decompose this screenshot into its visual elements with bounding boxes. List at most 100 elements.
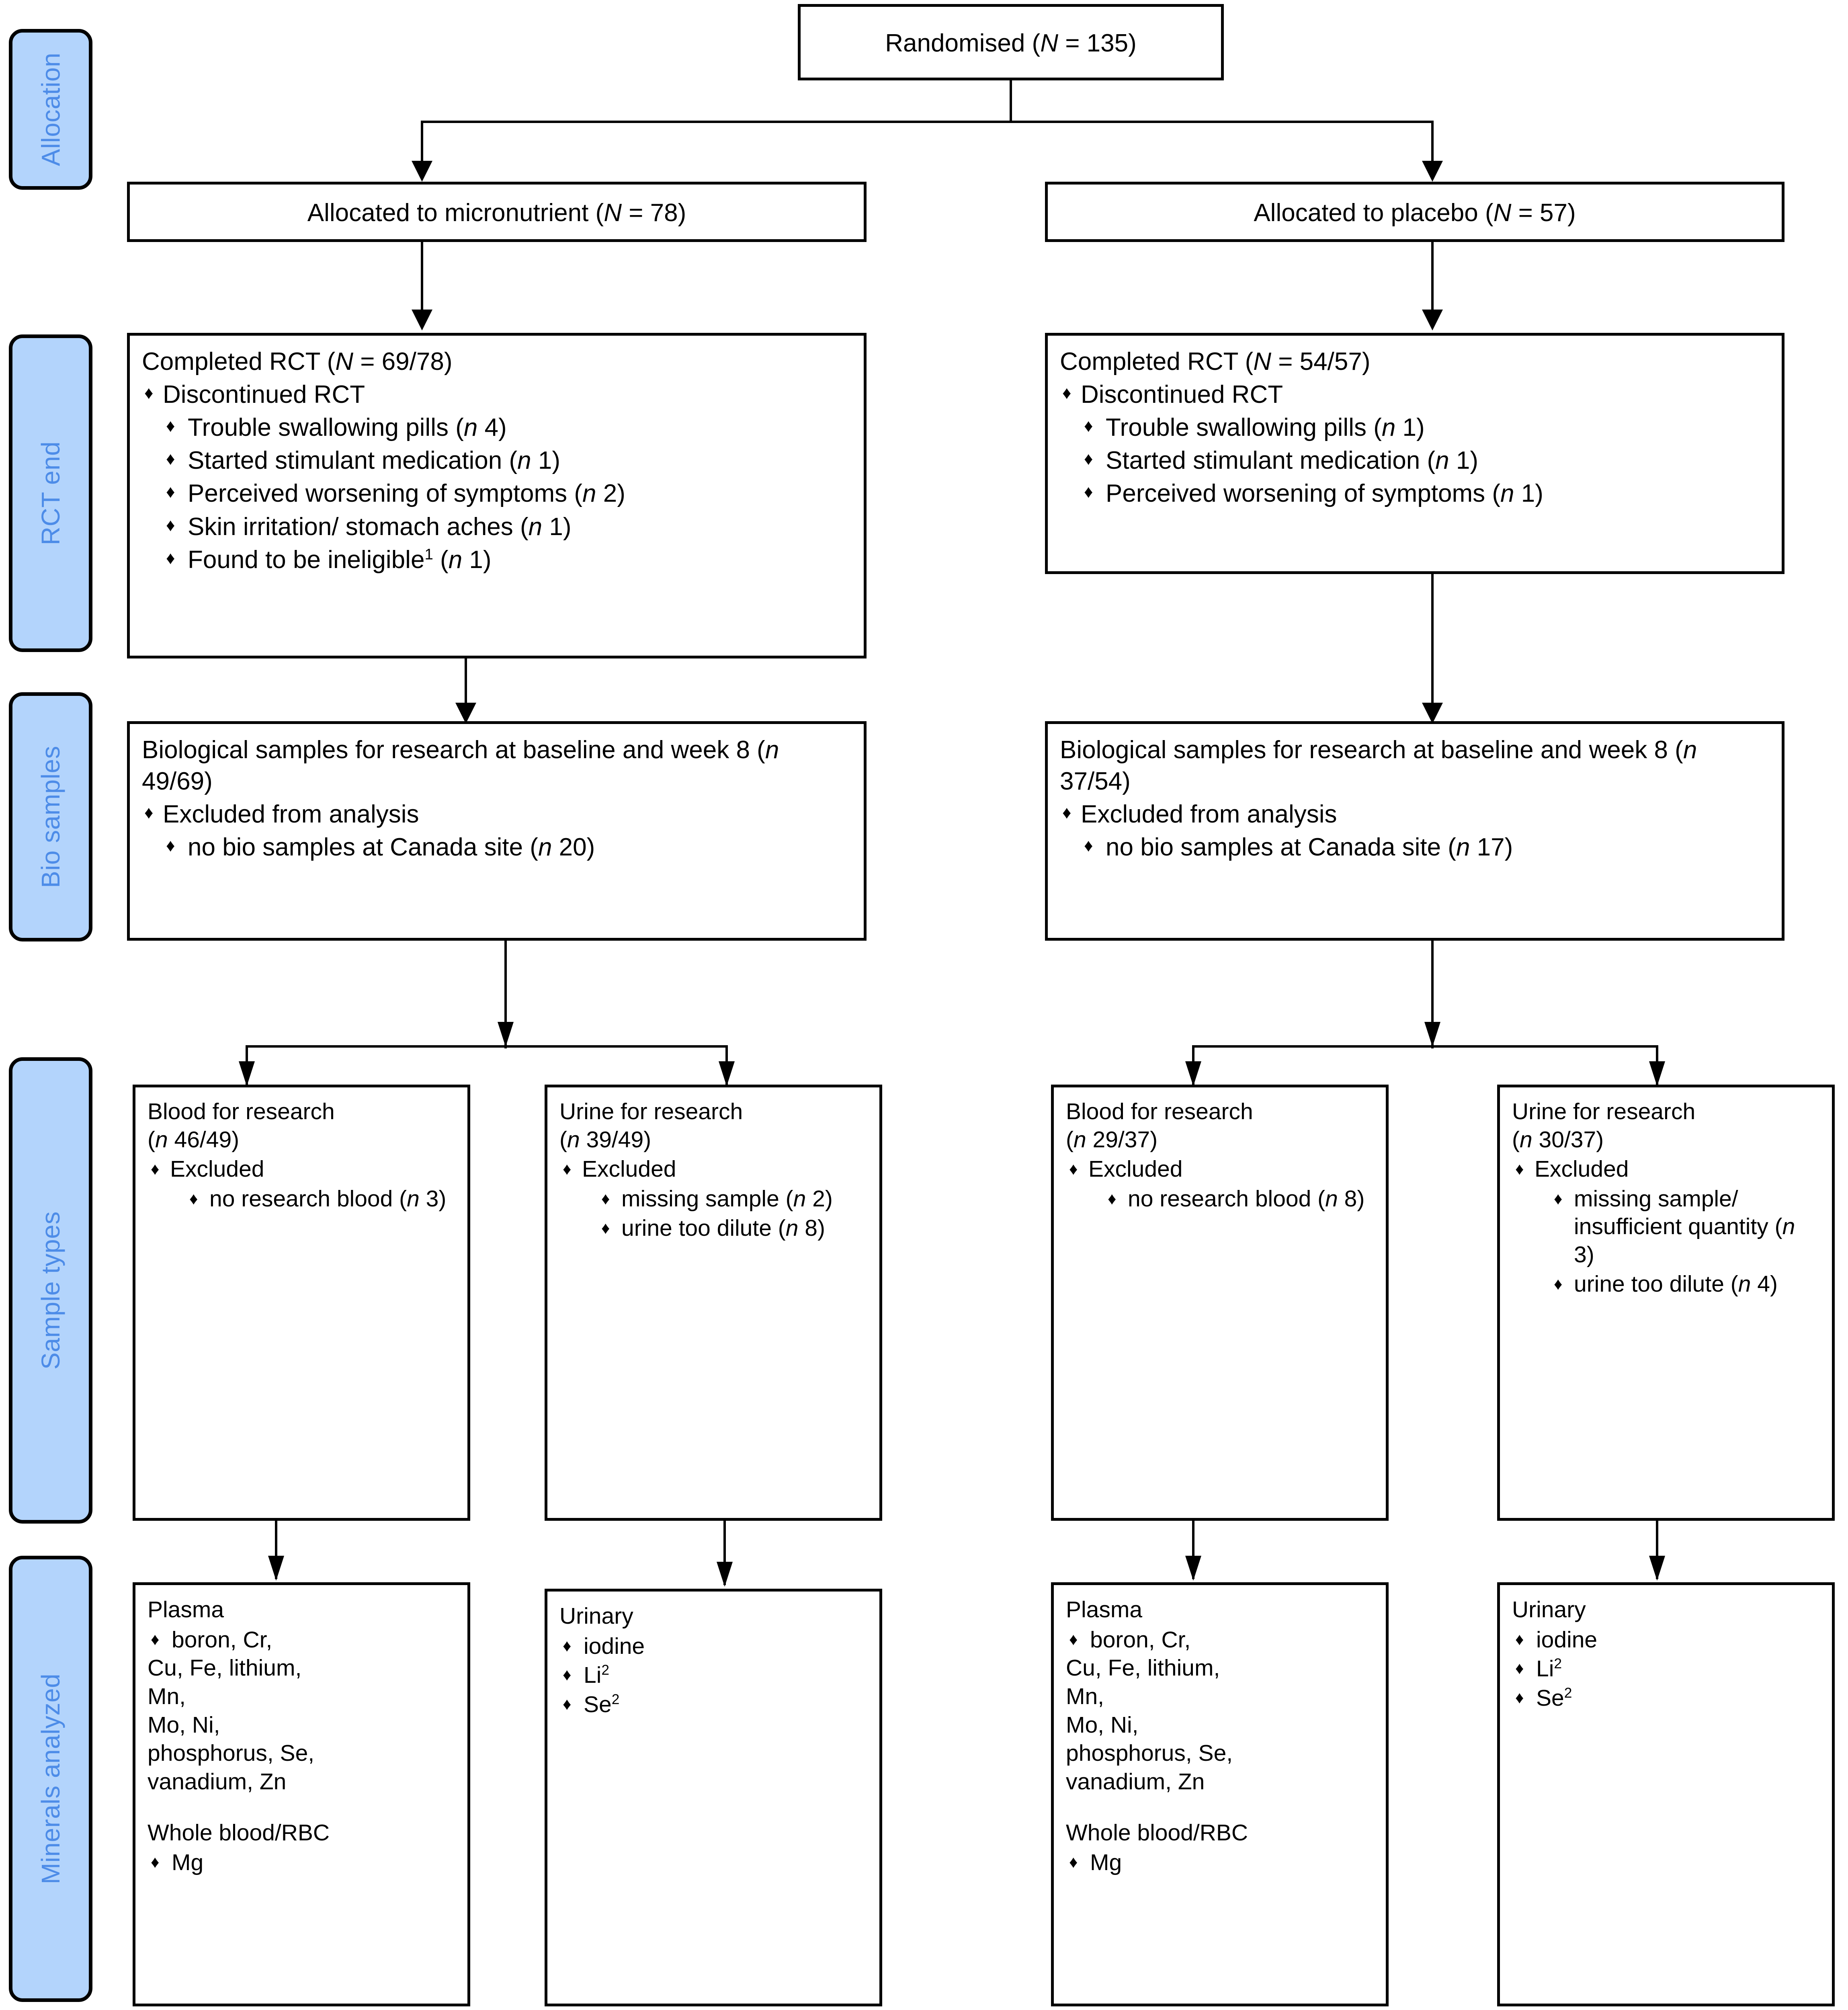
- left-urine-heading: Urine for research: [559, 1099, 743, 1124]
- arrow-left-allocation-to-rct: [412, 310, 432, 330]
- list-item: boron, Cr,: [1066, 1626, 1374, 1654]
- left-plasma-heading: Plasma: [148, 1597, 224, 1622]
- italic-n: n: [538, 833, 552, 861]
- list-item: Se2: [1512, 1684, 1820, 1713]
- list-item: Se2: [559, 1690, 867, 1719]
- arrow-left-to-blood: [239, 1061, 255, 1086]
- stage-label-allocation: Allocation: [9, 29, 92, 190]
- bio-right-bullets: Excluded from analysis no bio samples at…: [1060, 799, 1770, 863]
- list-item: Discontinued RCT Trouble swallowing pill…: [1060, 379, 1770, 509]
- left-plasma-line-2: Mn,: [148, 1684, 186, 1710]
- left-blood-subheading: (n 46/49): [148, 1126, 240, 1153]
- italic-n: n: [785, 1215, 799, 1241]
- list-item: Skin irritation/ stomach aches (n 1): [163, 511, 852, 543]
- bio-left-bullets: Excluded from analysis no bio samples at…: [142, 799, 852, 863]
- left-blood-sub-bullets: no research blood (n 3): [184, 1185, 455, 1213]
- arrow-right-allocation-to-rct: [1422, 310, 1443, 330]
- completed-rct-right-heading: Completed RCT (N = 54/57): [1060, 348, 1371, 375]
- italic-n: n: [567, 1126, 580, 1153]
- italic-N: N: [335, 348, 354, 375]
- italic-n: n: [1381, 414, 1396, 442]
- rct-right-bullets: Discontinued RCT Trouble swallowing pill…: [1060, 379, 1770, 509]
- rct-left-bullets: Discontinued RCT Trouble swallowing pill…: [142, 379, 852, 576]
- italic-n: n: [1782, 1214, 1795, 1240]
- bio-left-sub-bullets: no bio samples at Canada site (n 20): [163, 832, 852, 863]
- arrow-right-to-blood: [1185, 1061, 1201, 1086]
- right-blood-bullets: Excluded no research blood (n 8): [1066, 1155, 1374, 1213]
- connector-left-bio-down: [504, 941, 507, 1048]
- list-item: Perceived worsening of symptoms (n 2): [163, 478, 852, 509]
- connector-right-bio-down: [1431, 941, 1434, 1048]
- connector-to-right-allocation: [1431, 121, 1434, 169]
- list-item: iodine: [559, 1632, 867, 1661]
- connector-randomised-split: [421, 121, 1434, 123]
- list-item: iodine: [1512, 1626, 1820, 1654]
- italic-n: n: [407, 1185, 420, 1212]
- arrow-left-urine-to-urinary: [717, 1562, 733, 1587]
- box-bio-samples-placebo: Biological samples for research at basel…: [1045, 721, 1784, 941]
- left-urine-sub-bullets: missing sample (n 2) urine too dilute (n…: [596, 1185, 867, 1243]
- left-plasma-bullets: boron, Cr,: [148, 1626, 455, 1654]
- box-randomised: Randomised (N = 135): [798, 4, 1224, 80]
- rct-left-sub-bullets: Trouble swallowing pills (n 4) Started s…: [163, 412, 852, 576]
- box-completed-rct-micronutrient: Completed RCT (N = 69/78) Discontinued R…: [127, 333, 867, 658]
- left-plasma-line-5: vanadium, Zn: [148, 1769, 287, 1795]
- rct-right-sub-bullets: Trouble swallowing pills (n 1) Started s…: [1081, 412, 1770, 509]
- list-item: no research blood (n 8): [1102, 1185, 1374, 1213]
- right-plasma-line-3: Mo, Ni,: [1066, 1712, 1139, 1738]
- list-item: urine too dilute (n 4): [1548, 1270, 1820, 1298]
- right-wholeblood-bullets: Mg: [1066, 1848, 1374, 1877]
- italic-n: n: [1519, 1126, 1532, 1153]
- list-item: Excluded from analysis no bio samples at…: [142, 799, 852, 863]
- arrow-right-rct-to-bio: [1422, 703, 1443, 724]
- list-item: Started stimulant medication (n 1): [163, 445, 852, 476]
- list-item: boron, Cr,: [148, 1626, 455, 1654]
- right-blood-heading: Blood for research: [1066, 1099, 1253, 1124]
- italic-n: n: [1073, 1126, 1086, 1153]
- italic-N: N: [604, 199, 622, 227]
- italic-n: n: [155, 1126, 168, 1153]
- connector-to-left-allocation: [421, 121, 423, 169]
- bio-left-heading: Biological samples for research at basel…: [142, 736, 779, 796]
- list-item: no research blood (n 3): [184, 1185, 455, 1213]
- right-plasma-line-4: phosphorus, Se,: [1066, 1740, 1233, 1766]
- box-allocated-placebo-title: Allocated to placebo (N = 57): [1254, 199, 1576, 227]
- right-plasma-line-2: Mn,: [1066, 1684, 1104, 1710]
- list-item: Li2: [559, 1661, 867, 1690]
- italic-N: N: [1253, 348, 1272, 375]
- list-item: Discontinued RCT Trouble swallowing pill…: [142, 379, 852, 576]
- box-completed-rct-placebo: Completed RCT (N = 54/57) Discontinued R…: [1045, 333, 1784, 574]
- stage-label-sample-types: Sample types: [9, 1057, 92, 1524]
- stage-label-bio-samples-text: Bio samples: [36, 745, 65, 888]
- italic-n: n: [448, 546, 463, 574]
- italic-n: n: [1456, 833, 1470, 861]
- italic-n: n: [517, 447, 531, 475]
- box-urinary-placebo: Urinary iodine Li2 Se2: [1497, 1582, 1835, 2006]
- stage-label-rct-end: RCT end: [9, 334, 92, 652]
- list-item: Excluded no research blood (n 8): [1066, 1155, 1374, 1213]
- box-plasma-micronutrient: Plasma boron, Cr, Cu, Fe, lithium, Mn, M…: [133, 1582, 470, 2006]
- box-randomised-title: Randomised (N = 135): [885, 29, 1137, 57]
- italic-n: n: [765, 736, 779, 764]
- right-urine-sub-bullets: missing sample/ insufficient quantity (n…: [1548, 1185, 1820, 1298]
- italic-n: n: [1500, 480, 1514, 508]
- right-plasma-heading: Plasma: [1066, 1597, 1143, 1622]
- arrow-left-bio-down: [498, 1022, 514, 1047]
- right-urine-bullets: Excluded missing sample/ insufficient qu…: [1512, 1155, 1820, 1298]
- arrow-left-blood-to-plasma: [268, 1556, 284, 1581]
- connector-right-allocation-to-rct: [1431, 242, 1434, 318]
- left-urinary-bullets: iodine Li2 Se2: [559, 1632, 867, 1719]
- box-urine-for-research-placebo: Urine for research (n 30/37) Excluded mi…: [1497, 1085, 1835, 1521]
- box-plasma-placebo: Plasma boron, Cr, Cu, Fe, lithium, Mn, M…: [1051, 1582, 1389, 2006]
- connector-right-sample-split: [1192, 1045, 1658, 1048]
- italic-n: n: [528, 513, 543, 541]
- connector-randomised-down: [1010, 80, 1012, 122]
- right-blood-subheading: (n 29/37): [1066, 1126, 1158, 1153]
- list-item: missing sample/ insufficient quantity (n…: [1548, 1185, 1820, 1269]
- connector-right-blood-to-plasma: [1192, 1521, 1194, 1579]
- box-blood-for-research-micronutrient: Blood for research (n 46/49) Excluded no…: [133, 1085, 470, 1521]
- list-item: missing sample (n 2): [596, 1185, 867, 1213]
- spacer: [1066, 1796, 1374, 1819]
- right-plasma-bullets: boron, Cr,: [1066, 1626, 1374, 1654]
